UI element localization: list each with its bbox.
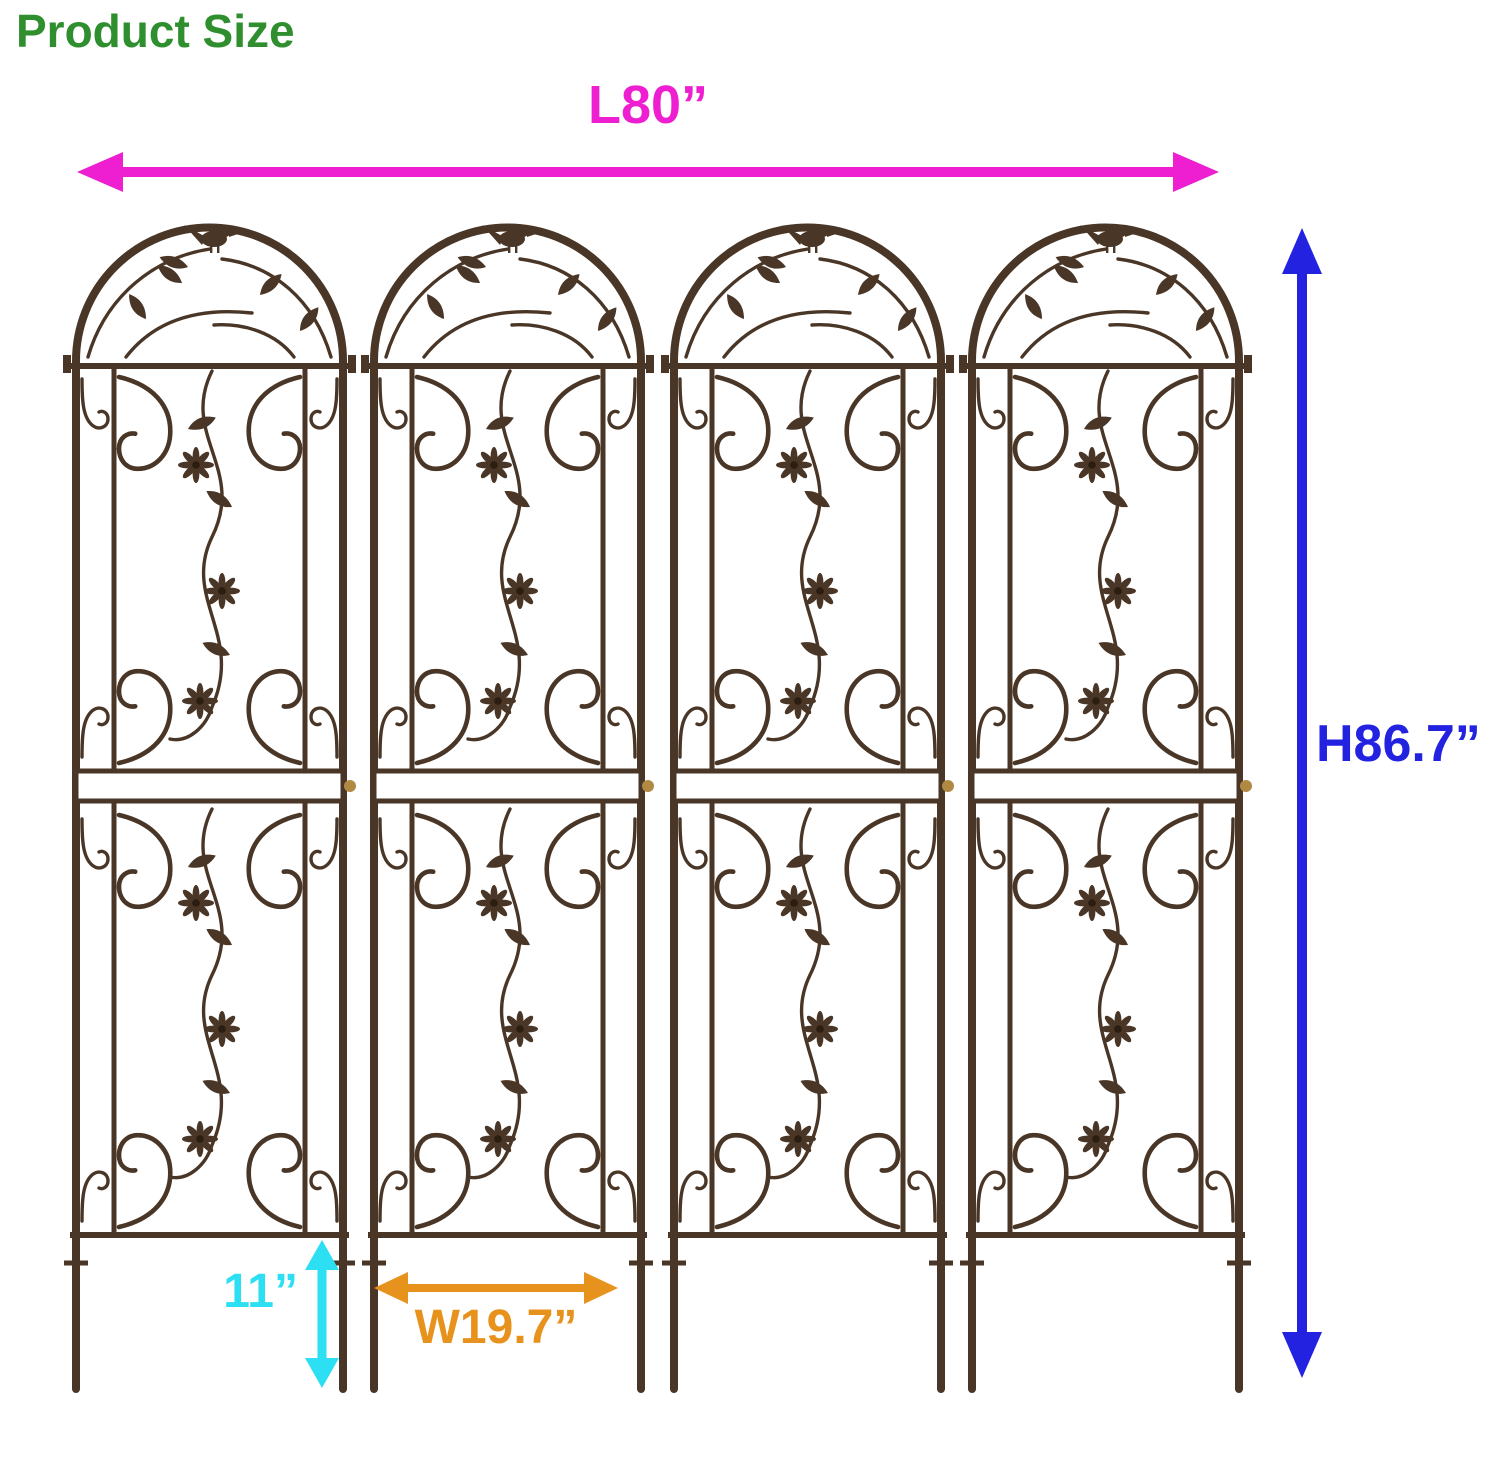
panel-width-dimension-arrow bbox=[374, 1272, 618, 1304]
arrowhead-left bbox=[77, 152, 123, 192]
trellis-panel-4 bbox=[958, 203, 1253, 1393]
stake-height-dimension-arrow bbox=[305, 1240, 339, 1388]
page-title: Product Size bbox=[16, 5, 295, 57]
panel-width-dimension-label: W19.7” bbox=[414, 1301, 578, 1354]
arrowhead-right bbox=[1173, 152, 1219, 192]
arrowhead-up bbox=[1282, 228, 1322, 274]
arrowhead-up bbox=[305, 1240, 339, 1270]
trellis-panel-2 bbox=[360, 203, 655, 1393]
height-dimension-label: H86.7” bbox=[1316, 715, 1481, 773]
arrowhead-right bbox=[584, 1272, 618, 1304]
arrowhead-down bbox=[305, 1358, 339, 1388]
length-dimension-label: L80” bbox=[587, 75, 709, 135]
stake-height-dimension-label: 11” bbox=[223, 1265, 298, 1318]
trellis-panel-3 bbox=[660, 203, 955, 1393]
arrowhead-down bbox=[1282, 1332, 1322, 1378]
height-dimension-arrow bbox=[1282, 228, 1322, 1378]
trellis-panel-1 bbox=[62, 203, 357, 1393]
length-dimension-arrow bbox=[77, 152, 1219, 192]
arrowhead-left bbox=[374, 1272, 408, 1304]
